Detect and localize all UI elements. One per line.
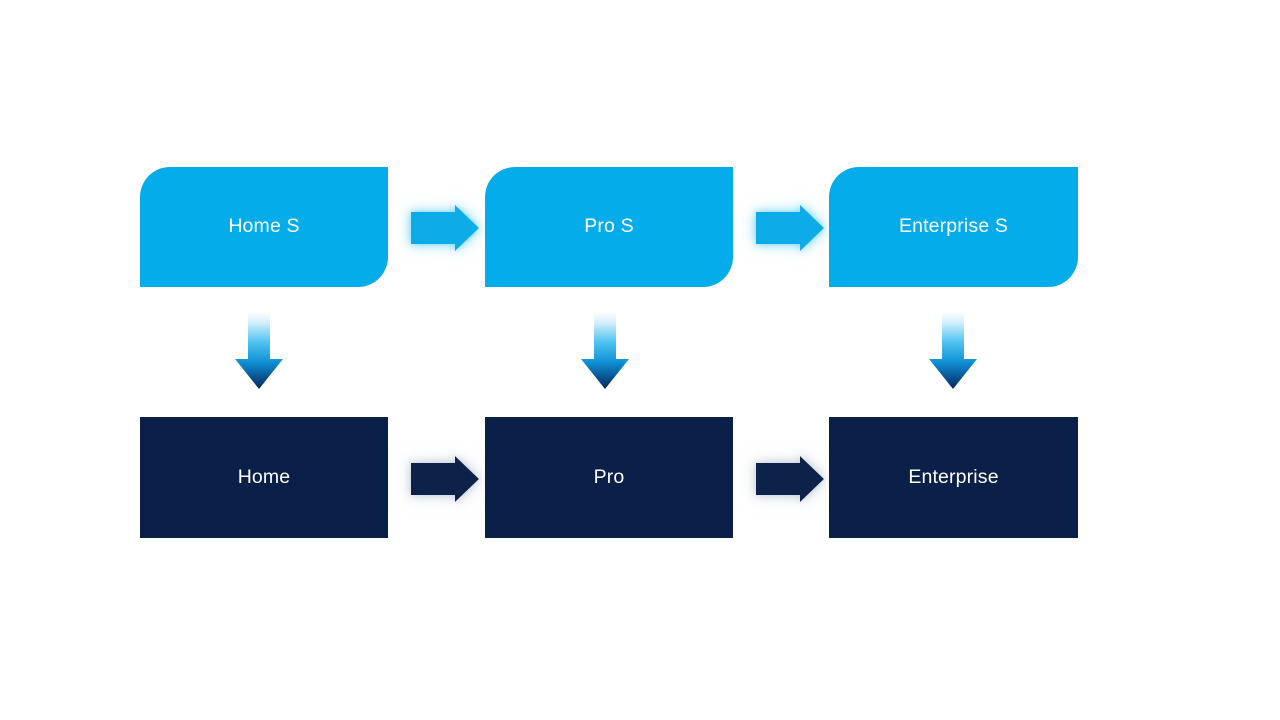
arrow-home-s-to-home — [235, 311, 283, 389]
node-pro[interactable]: Pro — [485, 417, 733, 538]
node-pro-label: Pro — [593, 465, 625, 488]
node-enterprise-label: Enterprise — [908, 465, 999, 488]
node-pro-s[interactable]: Pro S — [485, 167, 733, 287]
node-home[interactable]: Home — [140, 417, 388, 538]
node-enterprise-s[interactable]: Enterprise S — [829, 167, 1078, 287]
arrow-home-s-to-pro-s — [411, 205, 479, 251]
node-home-s[interactable]: Home S — [140, 167, 388, 287]
node-enterprise-s-label: Enterprise S — [898, 215, 1009, 238]
arrow-home-to-pro — [411, 456, 479, 502]
arrow-enterprise-s-to-enterprise — [929, 311, 977, 389]
node-home-label: Home — [237, 465, 291, 488]
arrow-pro-s-to-pro — [581, 311, 629, 389]
node-enterprise[interactable]: Enterprise — [829, 417, 1078, 538]
arrow-pro-to-enterprise — [756, 456, 824, 502]
arrow-pro-s-to-enterprise-s — [756, 205, 824, 251]
node-home-s-label: Home S — [228, 215, 300, 238]
node-pro-s-label: Pro S — [584, 215, 634, 238]
